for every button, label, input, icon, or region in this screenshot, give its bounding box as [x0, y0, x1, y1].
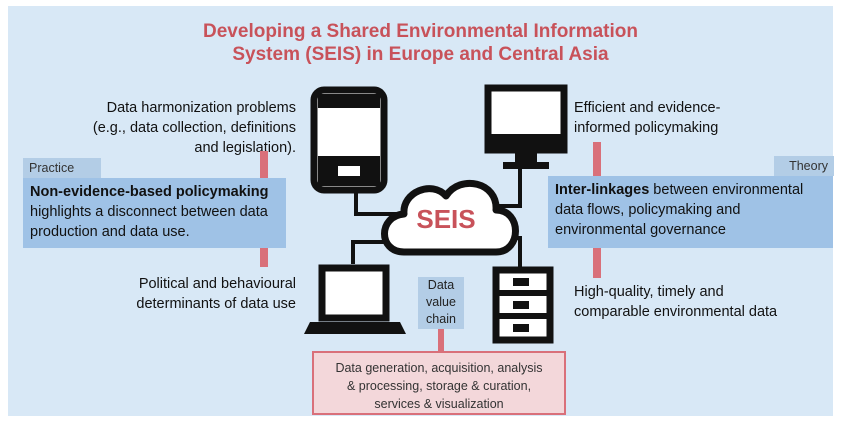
- process-line-3: services & visualization: [374, 397, 504, 411]
- left-top-line-2: (e.g., data collection, definitions: [92, 120, 296, 136]
- left-bottom-annotation: Political and behavioural determinants o…: [8, 274, 296, 314]
- right-bottom-line-1: High-quality, timely and: [574, 284, 724, 300]
- theory-tag: Theory: [774, 156, 834, 176]
- process-line-1: Data generation, acquisition, analysis: [335, 361, 543, 375]
- title-line-1: Developing a Shared Environmental Inform…: [203, 21, 638, 42]
- diagram-canvas: Developing a Shared Environmental Inform…: [8, 6, 834, 416]
- process-line-2: & processing, storage & curation,: [346, 379, 532, 393]
- diagram-title: Developing a Shared Environmental Inform…: [8, 20, 833, 66]
- left-top-line-1: Data harmonization problems: [106, 100, 296, 116]
- right-top-line-1: Efficient and evidence-: [574, 100, 721, 116]
- theory-band-bold: Inter-linkages: [555, 182, 650, 198]
- server-icon: [492, 266, 554, 344]
- cloud-icon: [381, 179, 519, 256]
- left-top-annotation: Data harmonization problems (e.g., data …: [8, 98, 296, 158]
- right-bottom-annotation: High-quality, timely and comparable envi…: [574, 282, 829, 322]
- left-bottom-line-2: determinants of data use: [136, 296, 296, 312]
- monitor-icon: [484, 84, 568, 169]
- data-value-chain-label: Data value chain: [418, 277, 464, 329]
- left-top-line-3: and legislation).: [194, 140, 296, 156]
- left-bottom-line-1: Political and behavioural: [138, 276, 296, 292]
- phone-icon: [310, 86, 388, 194]
- chain-line-3: chain: [426, 312, 456, 326]
- chain-line-1: Data: [427, 278, 455, 292]
- chain-line-2: value: [426, 295, 456, 309]
- laptop-icon: [304, 264, 406, 334]
- practice-band: Non-evidence-based policymaking highligh…: [23, 178, 286, 248]
- practice-band-bold: Non-evidence-based policymaking: [30, 184, 269, 200]
- data-process-box: Data generation, acquisition, analysis &…: [312, 351, 566, 415]
- right-top-annotation: Efficient and evidence- informed policym…: [574, 98, 824, 138]
- right-top-line-2: informed policymaking: [574, 120, 719, 136]
- theory-band: Inter-linkages between environmental dat…: [548, 176, 833, 248]
- theory-band-text: between environmental data flows, policy…: [555, 182, 804, 238]
- title-line-2: System (SEIS) in Europe and Central Asia: [232, 44, 609, 65]
- practice-tag: Practice: [23, 158, 101, 178]
- seis-label: SEIS: [416, 204, 476, 234]
- practice-band-text: highlights a disconnect between data pro…: [30, 204, 268, 240]
- chain-connector-bar: [438, 326, 444, 352]
- network-graphic: [304, 84, 568, 344]
- right-bottom-line-2: comparable environmental data: [574, 304, 778, 320]
